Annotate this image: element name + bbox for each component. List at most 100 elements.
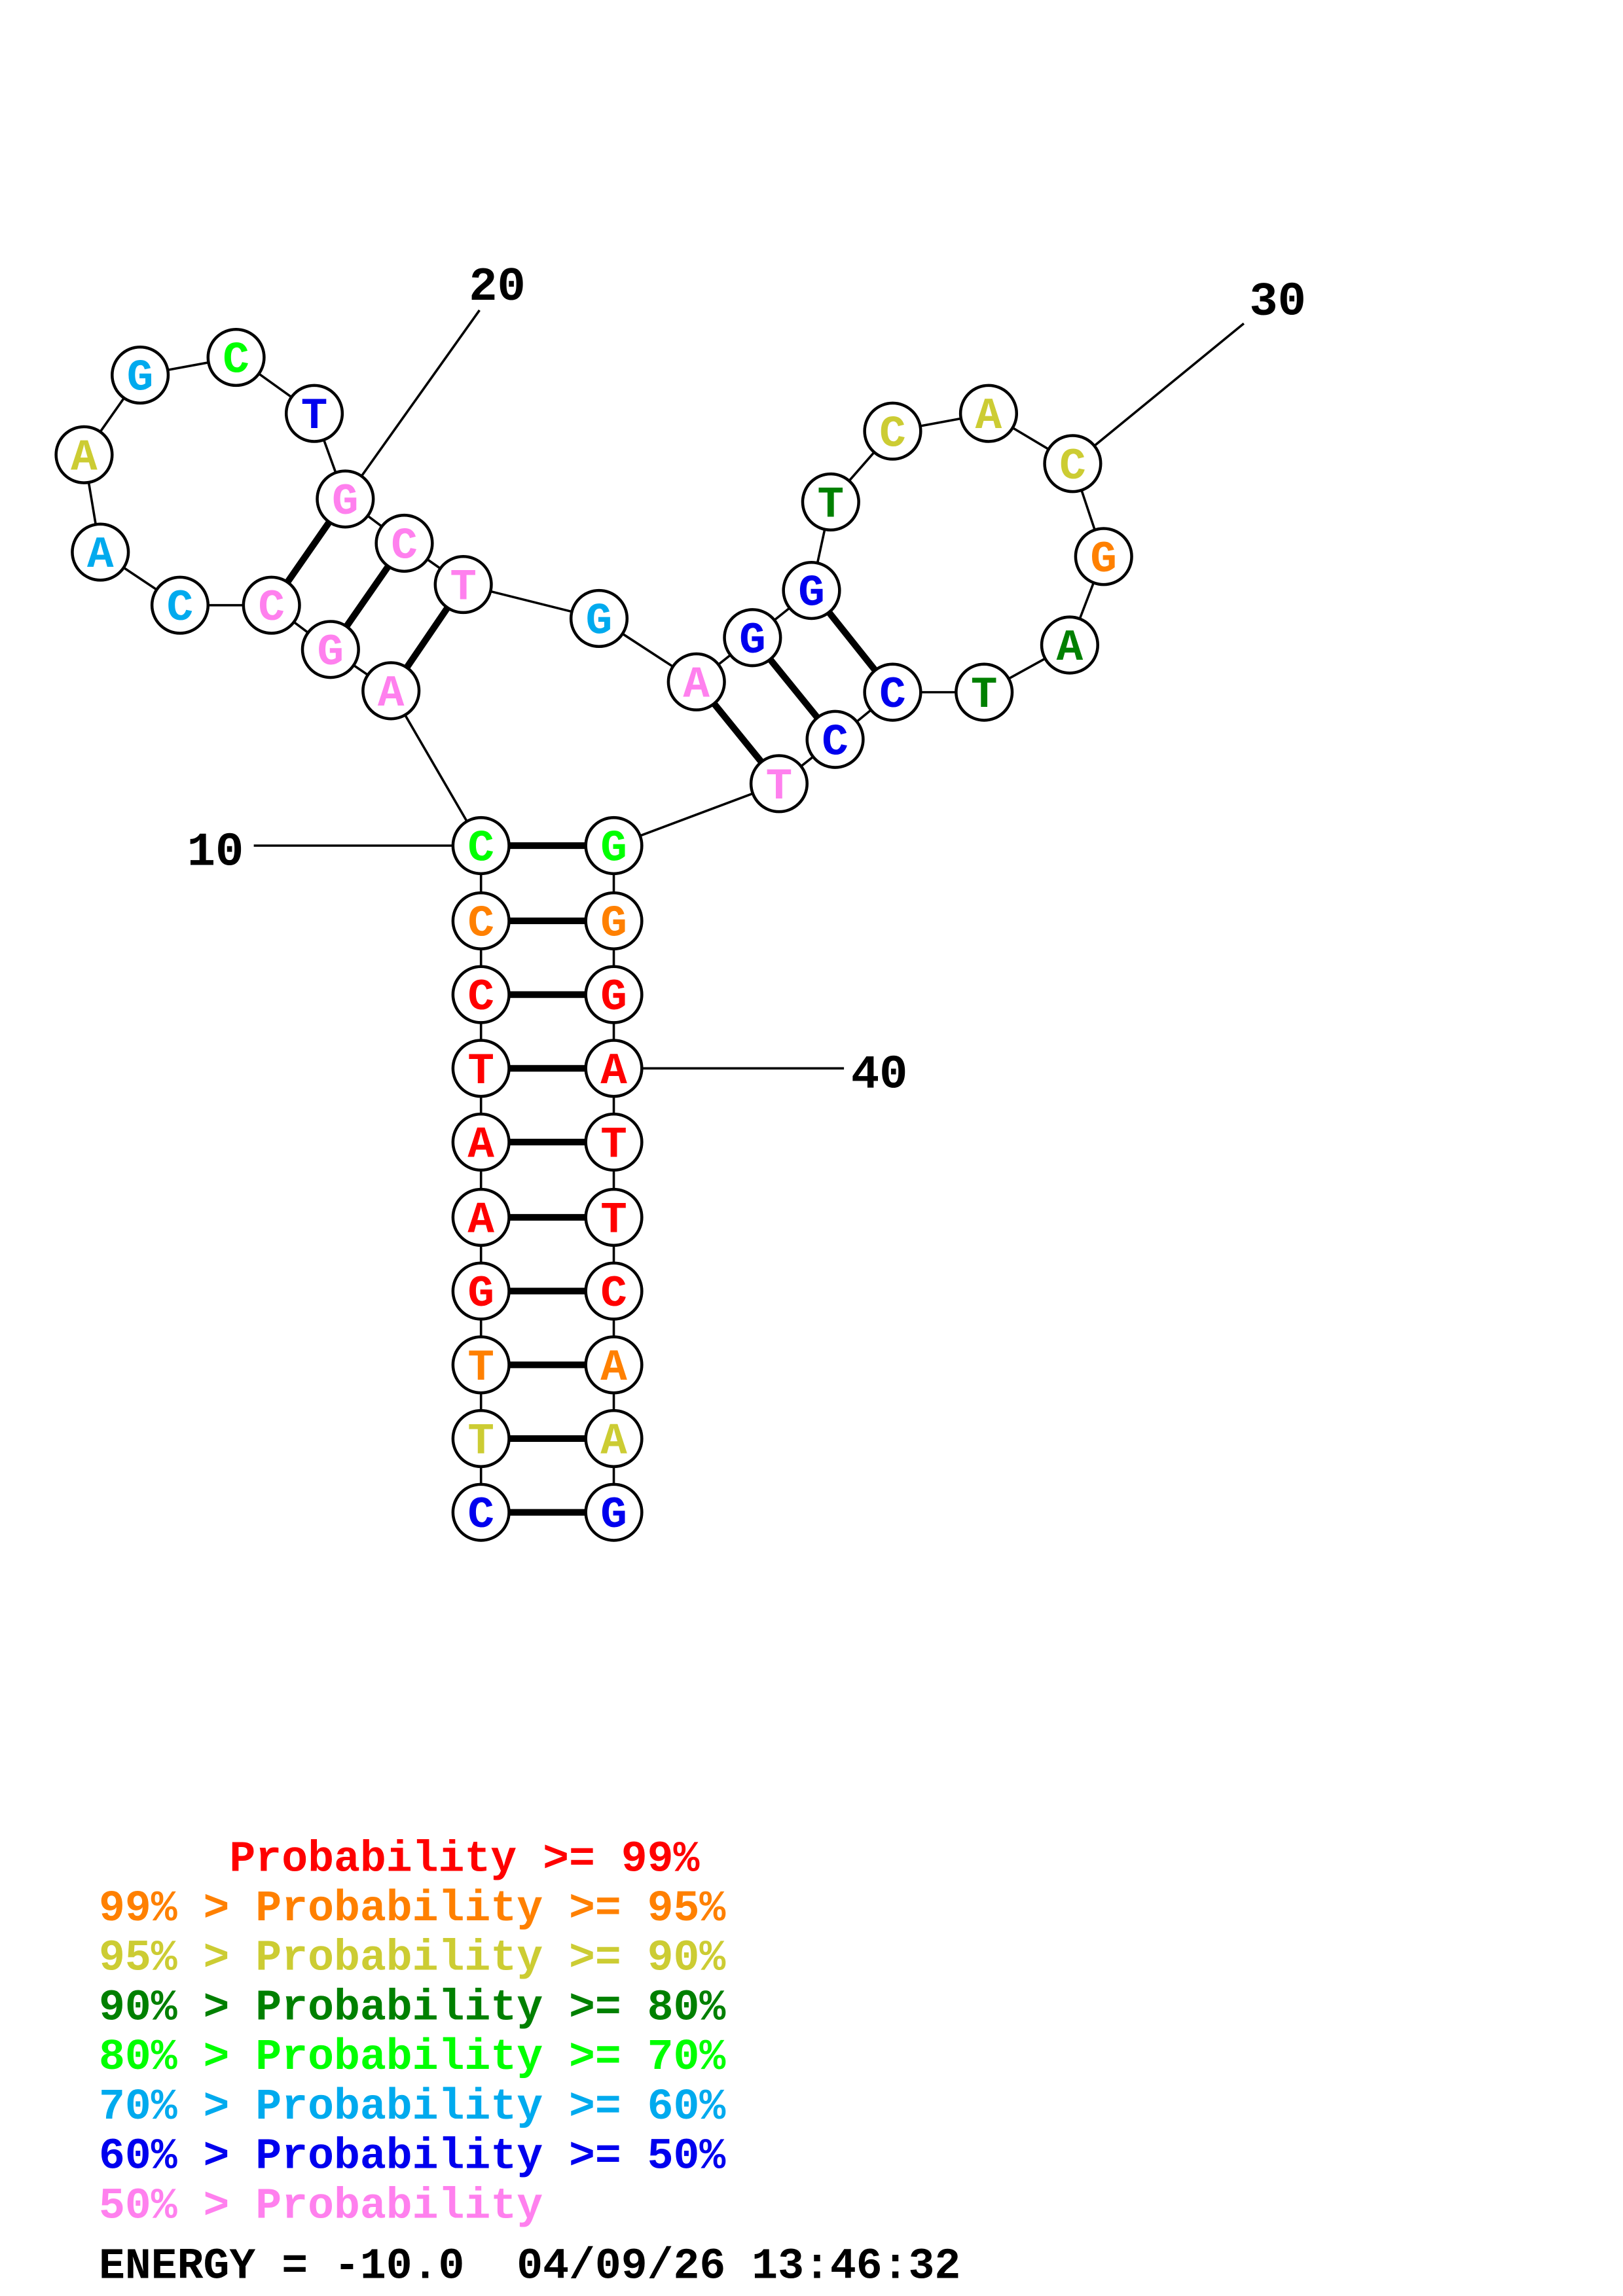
nucleotide-circle (955, 662, 1014, 722)
nucleotide: G (569, 588, 629, 649)
nucleotide-letter: A (87, 531, 114, 581)
nucleotide-circle (451, 1482, 511, 1542)
nucleotide: G (584, 1482, 644, 1542)
nucleotide: A (584, 1039, 644, 1098)
nucleotide-letter: G (467, 1270, 494, 1319)
nucleotide-letter: C (879, 671, 906, 721)
nucleotide-letter: G (600, 973, 627, 1023)
nucleotide-circle (433, 555, 493, 615)
nucleotide: A (1040, 615, 1099, 675)
nucleotide-circle (723, 608, 782, 668)
nucleotide-circle (111, 346, 170, 405)
nucleotide-letter: C (879, 410, 906, 459)
nucleotide-letter: G (318, 628, 344, 678)
nucleotide: C (584, 1261, 644, 1321)
nucleotide: C (206, 327, 266, 387)
nucleotide-letter: C (167, 584, 194, 634)
nucleotide-circle (666, 652, 726, 711)
nucleotide: C (374, 513, 434, 573)
nucleotide-letter: A (378, 670, 405, 719)
position-label-leader (344, 309, 481, 500)
nucleotide-circle (206, 327, 266, 387)
nucleotide-circle (801, 472, 860, 531)
nucleotide-letter: A (467, 1196, 494, 1246)
nucleotide-letter: C (1059, 442, 1086, 492)
nucleotide-circle (584, 1187, 644, 1247)
nucleotide-circle (1074, 527, 1133, 586)
nucleotide-letter: G (798, 569, 825, 619)
nucleotide-circle (451, 1039, 511, 1098)
nucleotide: G (111, 346, 170, 405)
nucleotide-circle (301, 620, 360, 679)
nucleotide-letter: T (450, 564, 477, 613)
nucleotide-circle (451, 1335, 511, 1395)
nucleotide-circle (749, 754, 809, 814)
energy-footer: ENERGY = -10.0 04/09/26 13:46:32 (99, 2242, 960, 2291)
nucleotide: C (242, 575, 301, 635)
nucleotide-letter: G (739, 617, 766, 666)
nucleotide-letter: A (600, 1047, 627, 1097)
legend-row: 70% > Probability >= 60% (99, 2083, 725, 2132)
nucleotide-circle (451, 1261, 511, 1321)
nucleotide-letter: T (467, 1418, 494, 1467)
legend-row: Probability >= 99% (99, 1835, 700, 1884)
nucleotide-letter: A (600, 1344, 627, 1393)
nucleotide: A (666, 652, 726, 711)
nucleotide-circle (451, 965, 511, 1024)
legend-row: 60% > Probability >= 50% (99, 2132, 725, 2181)
position-label-leader (1072, 322, 1245, 465)
nucleotide-circle (584, 1261, 644, 1321)
position-label: 40 (851, 1049, 908, 1102)
nucleotide: T (451, 1408, 511, 1469)
nucleotide-letter: G (600, 1491, 627, 1541)
nucleotide-circle (150, 575, 210, 635)
nucleotide-letter: C (600, 1270, 627, 1319)
position-label: 30 (1249, 276, 1306, 329)
nucleotide-circle (451, 891, 511, 951)
nucleotide: G (584, 965, 644, 1024)
nucleotide-circle (584, 1335, 644, 1395)
legend-row: 95% > Probability >= 90% (99, 1934, 725, 1983)
nucleotide-letter: C (467, 1491, 494, 1541)
nucleotide: G (584, 891, 644, 951)
nucleotide: A (54, 425, 114, 484)
nucleotide-circle (584, 816, 644, 876)
probability-legend: Probability >= 99%99% > Probability >= 9… (99, 1835, 725, 2231)
nucleotide-letter: T (766, 762, 793, 812)
nucleotide-circle (805, 709, 865, 769)
nucleotide: C (150, 575, 210, 635)
nucleotide: C (451, 1482, 511, 1542)
nucleotide-circle (782, 561, 841, 620)
nucleotide: T (451, 1039, 511, 1098)
nucleotide-letter: G (586, 597, 613, 647)
nucleotide: G (316, 469, 375, 529)
legend-row: 90% > Probability >= 80% (99, 1983, 725, 2032)
nucleotide-circle (584, 891, 644, 951)
nucleotide-letter: G (127, 354, 154, 404)
nucleotide: C (805, 709, 865, 769)
nucleotide-letter: C (467, 899, 494, 949)
nucleotide: A (451, 1187, 511, 1247)
nucleotide: G (584, 816, 644, 876)
nucleotide-letter: G (332, 478, 359, 528)
nucleotide: C (1043, 434, 1103, 493)
nucleotide: G (301, 620, 360, 679)
nucleotide-letter: T (818, 480, 845, 530)
nucleotide-circle (451, 1408, 511, 1469)
nucleotide-circle (863, 401, 922, 461)
nucleotide-circle (863, 662, 922, 722)
nucleotide: C (863, 662, 922, 722)
nucleotide-circle (71, 522, 130, 582)
nucleotide-letter: T (971, 671, 998, 721)
nucleotide: C (451, 891, 511, 951)
nucleotide: C (451, 816, 511, 876)
nucleotide: A (451, 1112, 511, 1172)
nucleotide: T (584, 1187, 644, 1247)
nucleotide-letter: C (391, 522, 418, 572)
nucleotide-circle (584, 1482, 644, 1542)
position-label: 20 (469, 260, 526, 314)
nucleotide-circle (316, 469, 375, 529)
nucleotide-circle (242, 575, 301, 635)
